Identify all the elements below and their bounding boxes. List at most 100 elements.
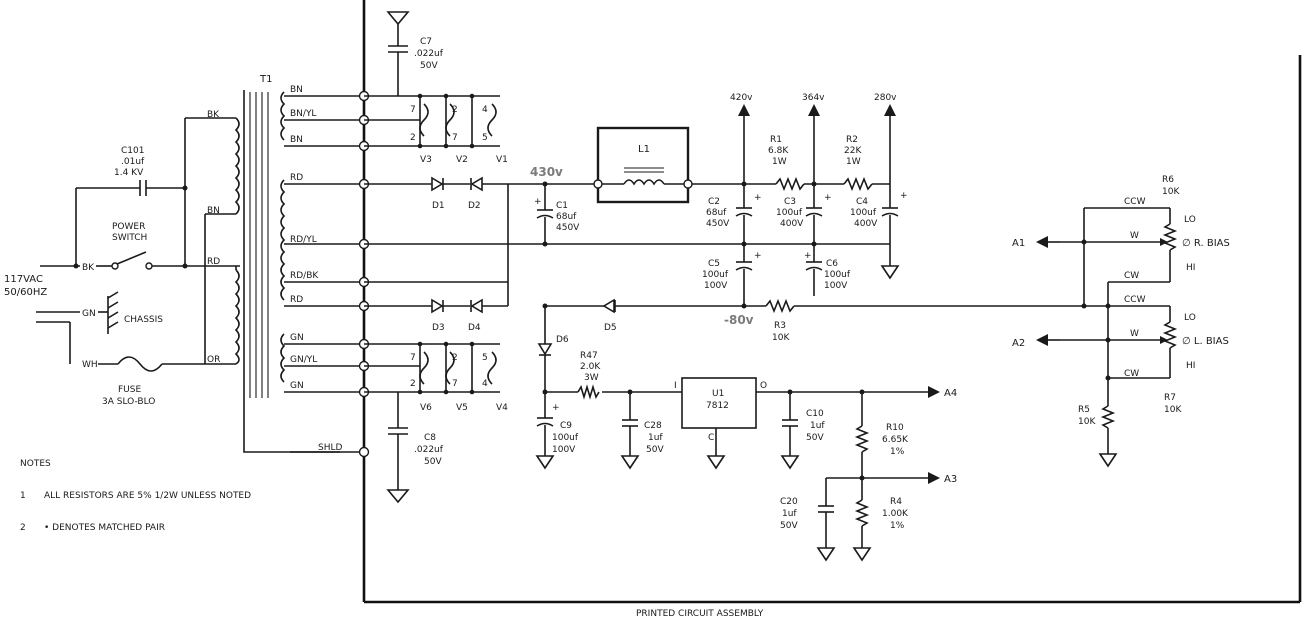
c6-rating: 100V (824, 281, 848, 291)
heater-v1: V1 (496, 155, 508, 165)
c10-rating: 50V (806, 433, 824, 443)
r2-value: 22K (844, 146, 862, 156)
c7-rating: 50V (420, 61, 438, 71)
c1-value: 68uf (556, 212, 577, 222)
primary-tap-or: OR (207, 355, 220, 365)
c3-value: 100uf (776, 208, 803, 218)
r1-rating: 1W (772, 157, 787, 167)
chassis-label: CHASSIS (124, 315, 163, 325)
power-switch-label-1: POWER (112, 222, 145, 232)
r6-value: 10K (1162, 187, 1180, 197)
heater-v3: V3 (420, 155, 432, 165)
d6-label: D6 (556, 335, 569, 345)
c101-ref: C101 (121, 146, 144, 156)
l1-label: L1 (638, 144, 650, 155)
c1-ref: C1 (556, 201, 568, 211)
board-label: PRINTED CIRCUIT ASSEMBLY (636, 609, 764, 619)
transformer-t1: T1 BK BN RD OR (207, 74, 364, 453)
sec-tap-rd-yl: RD/YL (290, 235, 317, 245)
r2-rating: 1W (846, 157, 861, 167)
r47-ref: R47 (580, 351, 598, 361)
r-bias-label: ∅ R. BIAS (1182, 238, 1230, 249)
c6-value: 100uf (824, 270, 851, 280)
c5-rating: 100V (704, 281, 728, 291)
l-bias-label: ∅ L. BIAS (1182, 336, 1229, 347)
r1-ref: R1 (770, 135, 782, 145)
u1-ref: U1 (712, 389, 724, 399)
regulator-section: D6 R47 2.0K 3W + C9 100uf 100V C28 1uf 5… (535, 306, 957, 562)
u1-pin-common: C (708, 433, 714, 443)
l-bias-cw: CW (1124, 369, 1139, 379)
c8-capacitor: C8 .022uf 50V (386, 392, 444, 504)
heaters-lower: 7 2 2 7 5 4 V6 V5 V4 (364, 341, 508, 413)
voltage-420v: 420v (730, 93, 753, 103)
svg-text:+: + (754, 251, 762, 261)
d4-label: D4 (468, 323, 481, 333)
c8-ref: C8 (424, 433, 436, 443)
sec-tap-bn-2: BN (290, 135, 303, 145)
c101-value: .01uf (121, 157, 145, 167)
upper-pin-5: 4 (482, 105, 488, 115)
wire-bk-label: BK (82, 263, 95, 273)
c4-value: 100uf (850, 208, 877, 218)
d2-label: D2 (468, 201, 481, 211)
r6-ref: R6 (1162, 175, 1174, 185)
primary-tap-bn: BN (207, 206, 220, 216)
output-a1: A1 (1012, 238, 1025, 249)
d3-label: D3 (432, 323, 445, 333)
c9-ref: C9 (560, 421, 572, 431)
c2-rating: 450V (706, 219, 730, 229)
lower-pin-3: 2 (452, 353, 458, 363)
r2-ref: R2 (846, 135, 858, 145)
c28-rating: 50V (646, 445, 664, 455)
c7-capacitor: C7 .022uf 50V (386, 11, 444, 96)
r7-value: 10K (1164, 405, 1182, 415)
c2-value: 68uf (706, 208, 727, 218)
l-bias-lo: LO (1184, 313, 1196, 323)
output-a3: A3 (944, 474, 957, 485)
transformer-name: T1 (259, 74, 272, 85)
svg-text:+: + (824, 193, 832, 203)
r3-ref: R3 (774, 321, 786, 331)
lower-pin-4: 7 (452, 379, 458, 389)
u1-part: 7812 (706, 401, 729, 411)
note-2-number: 2 (20, 523, 26, 533)
notes-heading: NOTES (20, 459, 51, 469)
r4-value: 1.00K (882, 509, 909, 519)
upper-pin-6: 5 (482, 133, 488, 143)
l-bias-hi: HI (1186, 361, 1195, 371)
r10-value: 6.65K (882, 435, 909, 445)
sec-tap-gn-1: GN (290, 333, 304, 343)
lower-pin-1: 7 (410, 353, 416, 363)
sec-tap-gn-2: GN (290, 381, 304, 391)
d1-label: D1 (432, 201, 445, 211)
upper-pin-3: 2 (452, 105, 458, 115)
line-label-voltage: 117VAC (4, 274, 43, 285)
svg-text:+: + (754, 193, 762, 203)
c20-rating: 50V (780, 521, 798, 531)
r47-rating: 3W (584, 373, 599, 383)
sec-tap-bn-yl: BN/YL (290, 109, 316, 119)
c4-ref: C4 (856, 197, 868, 207)
c1-rating: 450V (556, 223, 580, 233)
bias-pots: CCW CCW R6 10K LO HI ∅ R. BIAS W CW A1 L… (1012, 175, 1230, 468)
r-bias-cw: CW (1124, 271, 1139, 281)
hv-rectifier: D1 D2 + C1 68uf 450V 430v L1 420v (364, 93, 908, 280)
r-bias-ccw: CCW (1124, 197, 1146, 207)
fuse-label-1: FUSE (118, 385, 141, 395)
heater-v4: V4 (496, 403, 508, 413)
r5-value: 10K (1078, 417, 1096, 427)
r10-ref: R10 (886, 423, 904, 433)
lower-pin-5: 5 (482, 353, 488, 363)
r3-value: 10K (772, 333, 790, 343)
svg-text:+: + (552, 403, 560, 413)
c8-value: .022uf (414, 445, 444, 455)
l-bias-ccw: CCW (1124, 295, 1146, 305)
r7-ref: R7 (1164, 393, 1176, 403)
c7-value: .022uf (414, 49, 444, 59)
svg-text:+: + (900, 191, 908, 201)
voltage-364v: 364v (802, 93, 825, 103)
c7-ref: C7 (420, 37, 432, 47)
svg-text:+: + (804, 251, 812, 261)
